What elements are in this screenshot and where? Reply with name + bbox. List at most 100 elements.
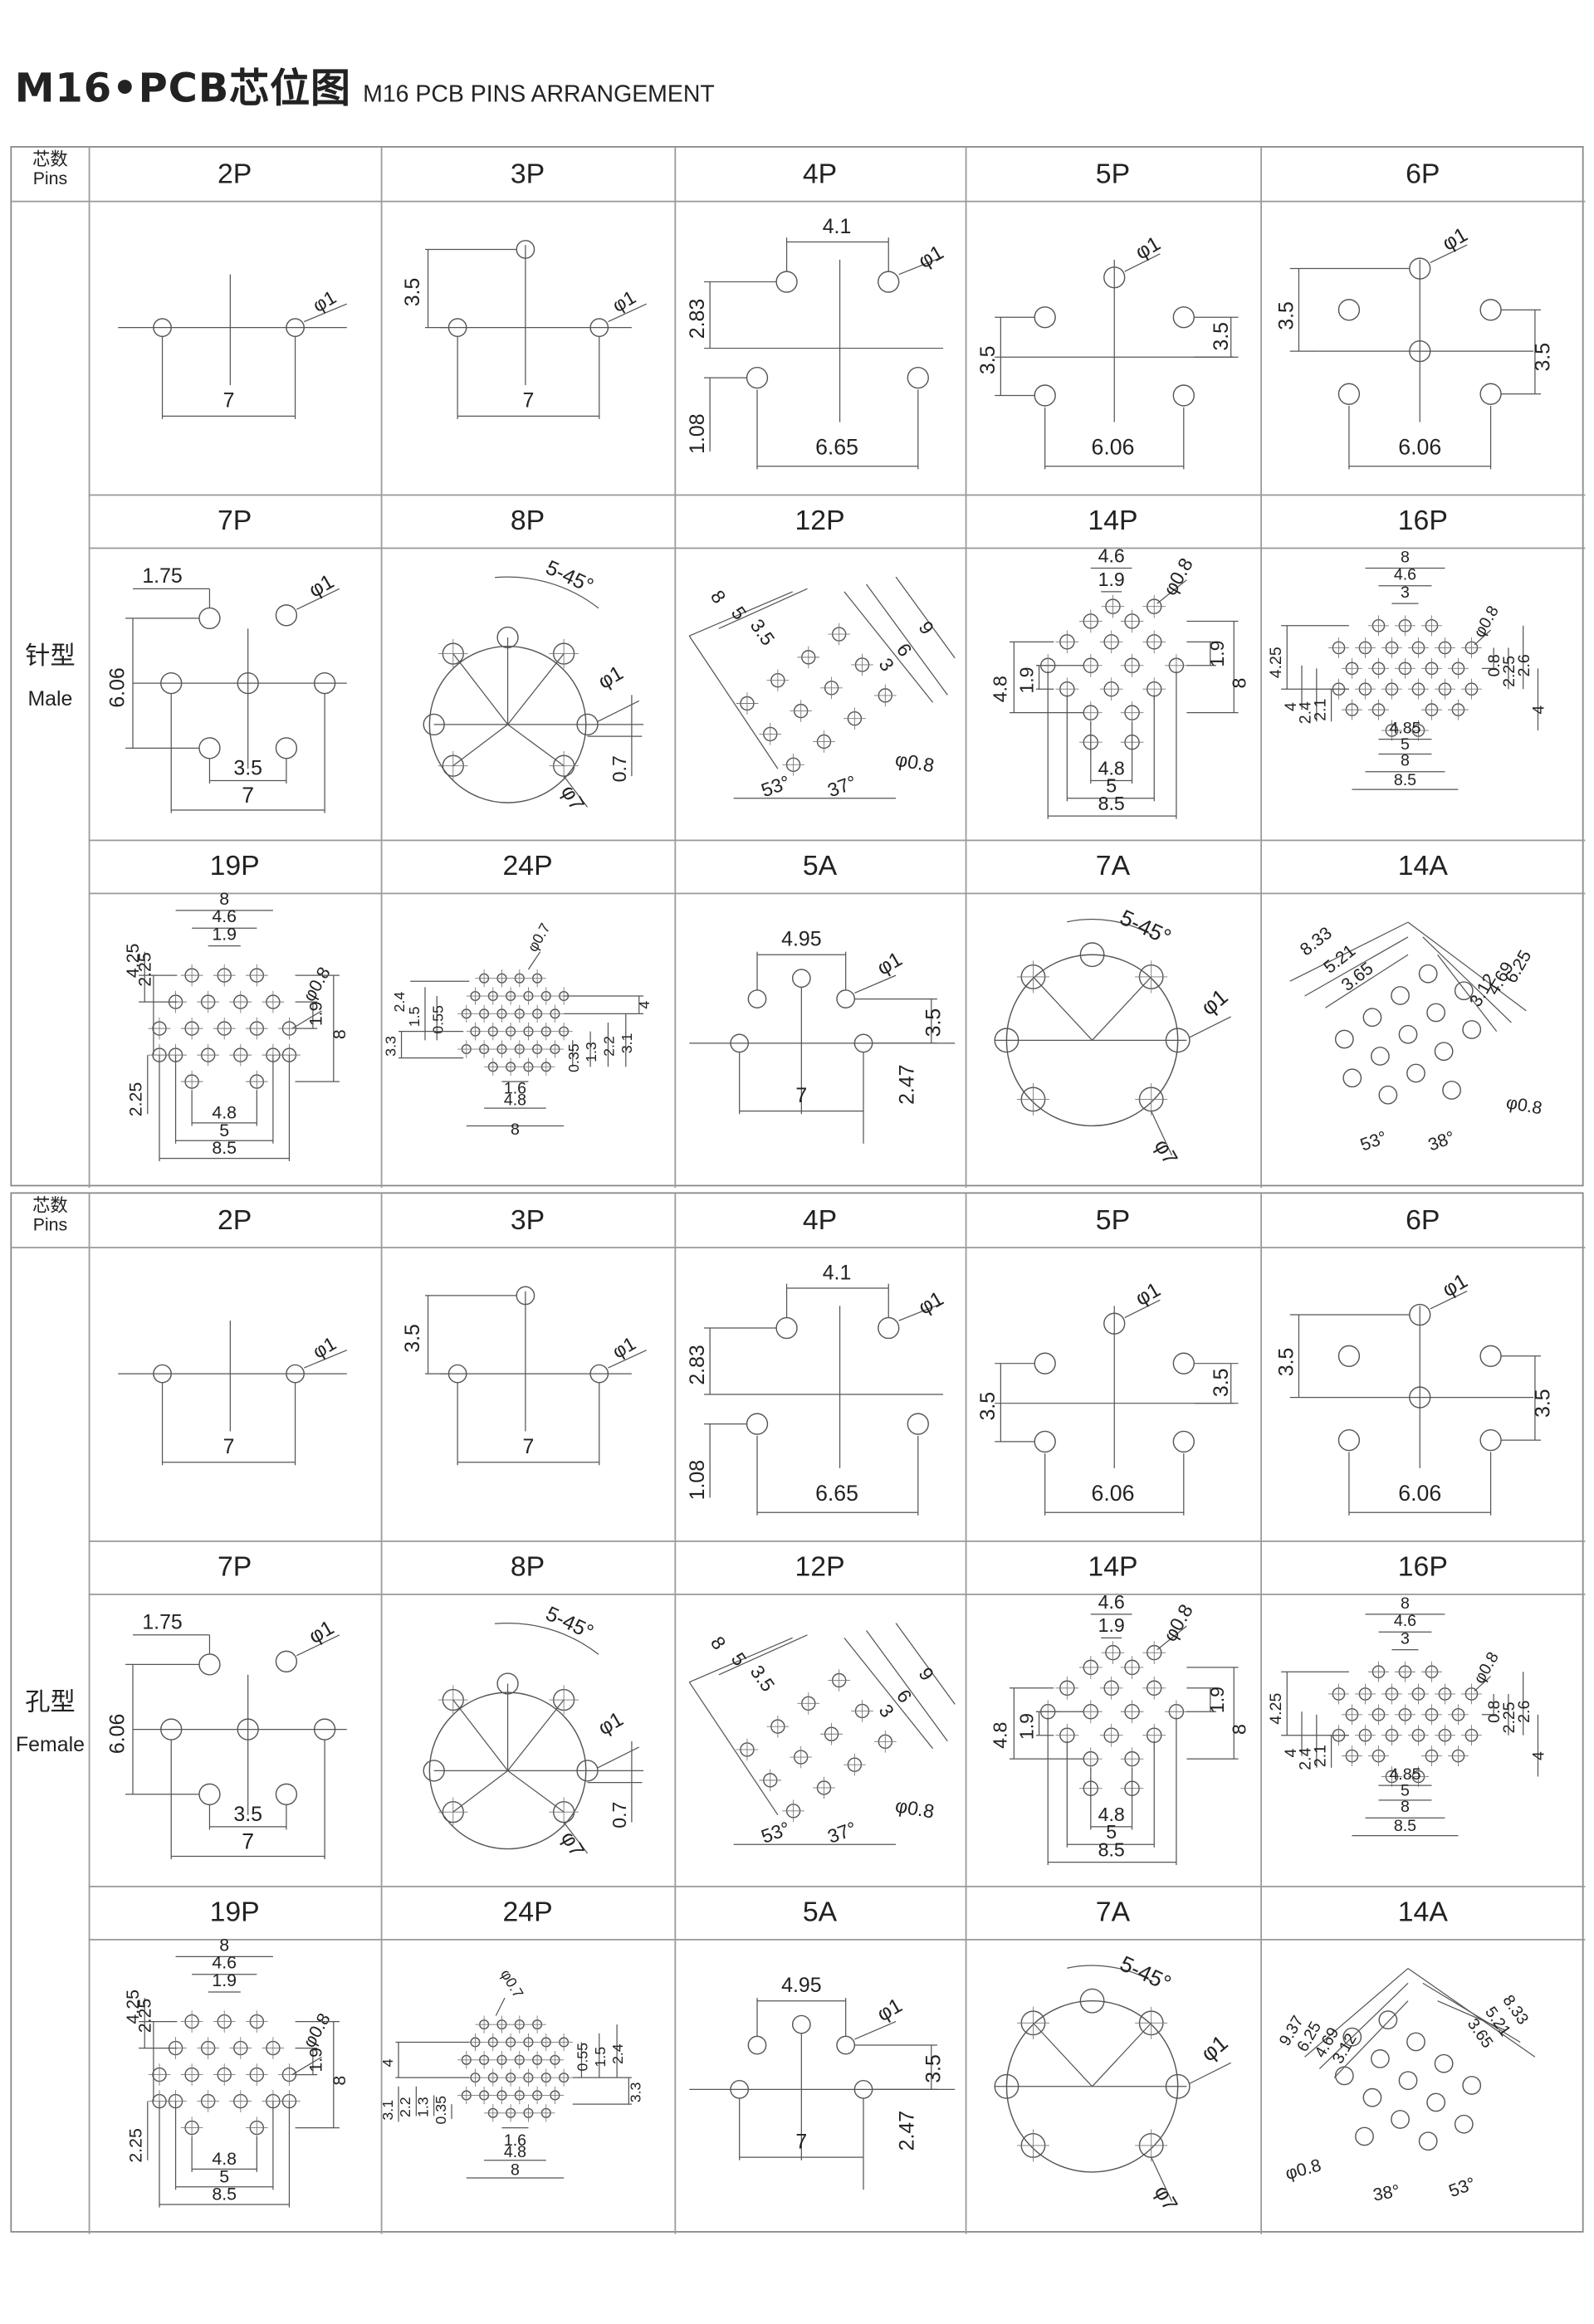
dim-line xyxy=(1092,2022,1152,2087)
pin-circle xyxy=(1454,2114,1474,2134)
pin-circle xyxy=(775,271,798,293)
dim-line xyxy=(1333,2000,1409,2078)
pin-circle xyxy=(1479,383,1502,405)
pin-circle xyxy=(1462,1020,1482,1039)
dim-line xyxy=(1422,936,1512,1023)
pin-circle xyxy=(1479,1345,1502,1367)
dim-label: φ0.8 xyxy=(1159,1600,1197,1645)
dim-label: 2.47 xyxy=(895,2111,918,2151)
pin-circle xyxy=(589,318,609,338)
dim-label: 3.5 xyxy=(1210,1369,1233,1398)
dim-line xyxy=(452,1770,508,1813)
dim-label: 8.5 xyxy=(212,2185,237,2204)
dim-label: φ1 xyxy=(1132,232,1165,264)
dim-line xyxy=(1124,253,1161,272)
dim-label: 4.8 xyxy=(989,676,1010,702)
pin-count-label: 5A xyxy=(802,1897,838,1929)
pin-circle xyxy=(275,737,298,759)
dim-label: 6.65 xyxy=(815,435,858,460)
dim-label: 53° xyxy=(1357,1127,1390,1155)
dim-label: 2.47 xyxy=(895,1064,918,1104)
dim-label: 1.75 xyxy=(142,564,182,588)
pin-count-label: 16P xyxy=(1397,1552,1448,1584)
dim-label: 3.3 xyxy=(382,1036,398,1057)
grid-line xyxy=(88,1194,90,2234)
dim-label: 6.06 xyxy=(1092,435,1135,460)
dim-label: 3.5 xyxy=(746,615,780,649)
dim-label: 3.5 xyxy=(1274,1348,1298,1377)
dim-label: 5-45° xyxy=(542,556,597,598)
grid-line xyxy=(380,1194,383,2234)
dim-label: 3.5 xyxy=(976,345,1000,374)
pin-circle xyxy=(1426,2092,1446,2112)
dim-label: 8 xyxy=(707,1633,731,1653)
dim-line xyxy=(608,1350,647,1369)
dim-label: φ1 xyxy=(1438,223,1471,256)
dim-label: 2.6 xyxy=(1515,654,1533,676)
dim-label: φ0.8 xyxy=(1504,1092,1543,1118)
pin-circle xyxy=(1342,2027,1362,2047)
pin-count-label: 14A xyxy=(1397,1897,1448,1929)
dim-label: 4.6 xyxy=(212,1953,237,1973)
dim-line xyxy=(452,1699,509,1771)
dim-label: 7 xyxy=(523,1435,535,1458)
pin-drawing-6p: φ13.53.56.06 xyxy=(1274,223,1555,470)
dim-line xyxy=(303,303,348,323)
dim-line xyxy=(296,588,340,610)
pin-circle xyxy=(1406,2032,1425,2052)
dim-label: 5 xyxy=(219,1120,229,1140)
pin-count-label: 4P xyxy=(802,159,838,191)
pin-count-label: 14P xyxy=(1088,505,1138,538)
header-en: Pins xyxy=(32,168,68,189)
dim-label: 2.25 xyxy=(126,1082,146,1117)
dim-line xyxy=(1033,976,1093,1041)
pin-drawing-8p: 5-45°φ10.7φ7 xyxy=(423,1602,644,1861)
type-cn: 针型 xyxy=(25,642,76,671)
dim-label: 8 xyxy=(330,1029,350,1039)
dim-line xyxy=(1304,1968,1409,2058)
dim-label: 1.3 xyxy=(415,2097,432,2117)
dim-line xyxy=(718,588,808,629)
dim-label: 6 xyxy=(892,1686,917,1706)
dim-label: φ1 xyxy=(594,662,628,694)
dim-label: 0.8 xyxy=(1485,654,1504,676)
pin-circle xyxy=(746,1413,769,1435)
dim-line xyxy=(1156,579,1187,604)
pin-circle xyxy=(237,671,259,695)
type-cn: 孔型 xyxy=(25,1687,76,1716)
pin-circle xyxy=(1034,384,1056,407)
dim-label: 8 xyxy=(511,2160,520,2179)
dim-line xyxy=(1422,1982,1521,2043)
pin-count-label: 2P xyxy=(218,1205,252,1237)
dim-label: 4.8 xyxy=(1098,1804,1125,1825)
pin-circle xyxy=(1172,306,1195,329)
dim-label: 2.6 xyxy=(1515,1701,1533,1723)
dim-line xyxy=(688,635,779,769)
dim-line xyxy=(1151,2156,1173,2202)
dim-label: 1.08 xyxy=(686,1460,709,1500)
dim-label: 8 xyxy=(219,889,229,909)
dim-label: 3.1 xyxy=(379,2100,396,2121)
dim-label: φ1 xyxy=(914,1286,947,1319)
dim-label: 1.9 xyxy=(1015,1713,1037,1740)
dim-line xyxy=(895,1623,956,1705)
pin-count-label: 8P xyxy=(510,1552,545,1584)
pin-circle xyxy=(1337,1428,1361,1452)
pin-circle xyxy=(1398,2071,1418,2091)
dim-label: 4.6 xyxy=(212,906,237,926)
dim-label: φ7 xyxy=(1150,1135,1182,1169)
dim-line xyxy=(1318,1982,1409,2069)
grid-line xyxy=(674,1194,677,2234)
grid-line xyxy=(380,147,383,1189)
dim-line xyxy=(597,700,640,722)
pin-circle xyxy=(1342,1068,1362,1088)
dim-label: 9 xyxy=(915,1663,939,1684)
dim-label: 4.8 xyxy=(989,1722,1010,1749)
dim-label: 2.25 xyxy=(126,2128,146,2163)
pin-count-label: 7A xyxy=(1095,851,1131,883)
dim-line xyxy=(527,951,541,970)
